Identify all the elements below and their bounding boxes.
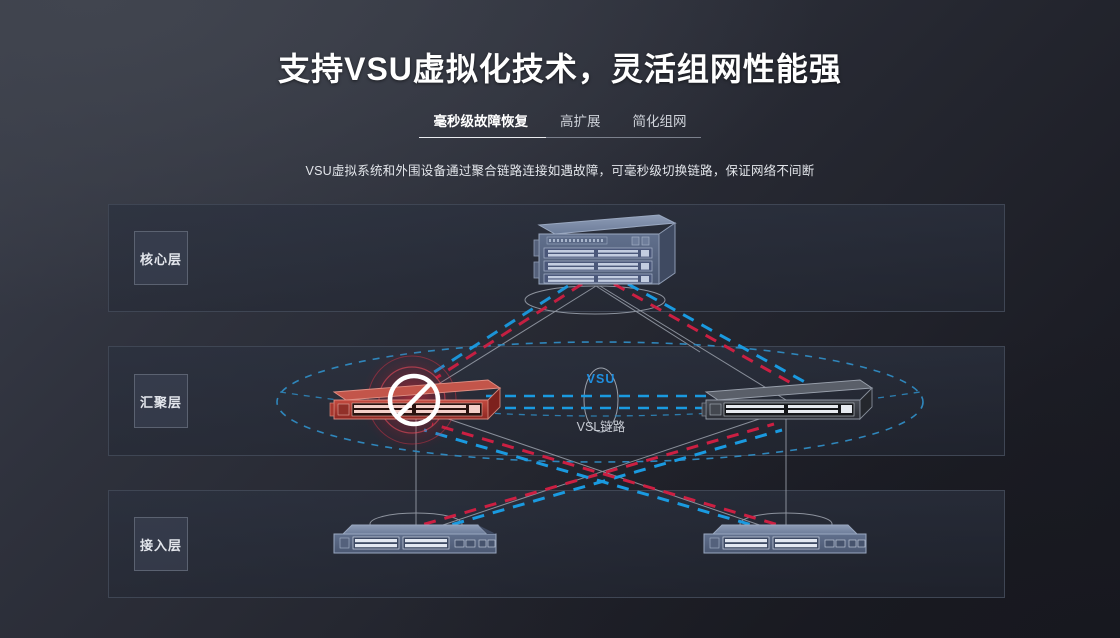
- page-title: 支持VSU虚拟化技术，灵活组网性能强: [278, 51, 842, 87]
- device-access-switch-right[interactable]: [703, 524, 867, 554]
- tab-millisecond-recovery[interactable]: 毫秒级故障恢复: [433, 114, 529, 129]
- aggregate-links: [403, 282, 813, 538]
- tab-underline-active: [419, 137, 546, 138]
- device-agg-switch-right[interactable]: [701, 379, 874, 421]
- tab-underline-rest: [546, 137, 701, 138]
- page-subtitle: VSU虚拟系统和外围设备通过聚合链路连接如遇故障，可毫秒级切换链路，保证网络不间…: [305, 164, 815, 178]
- device-agg-switch-left[interactable]: [329, 348, 502, 452]
- tab-simplified-network[interactable]: 简化组网: [632, 114, 687, 129]
- prohibited-icon: [387, 373, 441, 427]
- vsl-link-lines: [486, 394, 712, 410]
- vsu-label: VSU: [586, 372, 616, 386]
- tab-high-scalability[interactable]: 高扩展: [560, 114, 601, 129]
- vsu-boundary-ellipse: [276, 341, 924, 463]
- layer-label-core: 核心层: [134, 231, 188, 285]
- layer-label-access: 接入层: [134, 517, 188, 571]
- device-core-switch[interactable]: [533, 214, 677, 285]
- vsl-link-label: VSL链路: [576, 420, 626, 434]
- device-access-switch-left[interactable]: [333, 524, 497, 554]
- layer-label-aggregation: 汇聚层: [134, 374, 188, 428]
- tab-bar: 毫秒级故障恢复 高扩展 简化组网: [0, 110, 1120, 139]
